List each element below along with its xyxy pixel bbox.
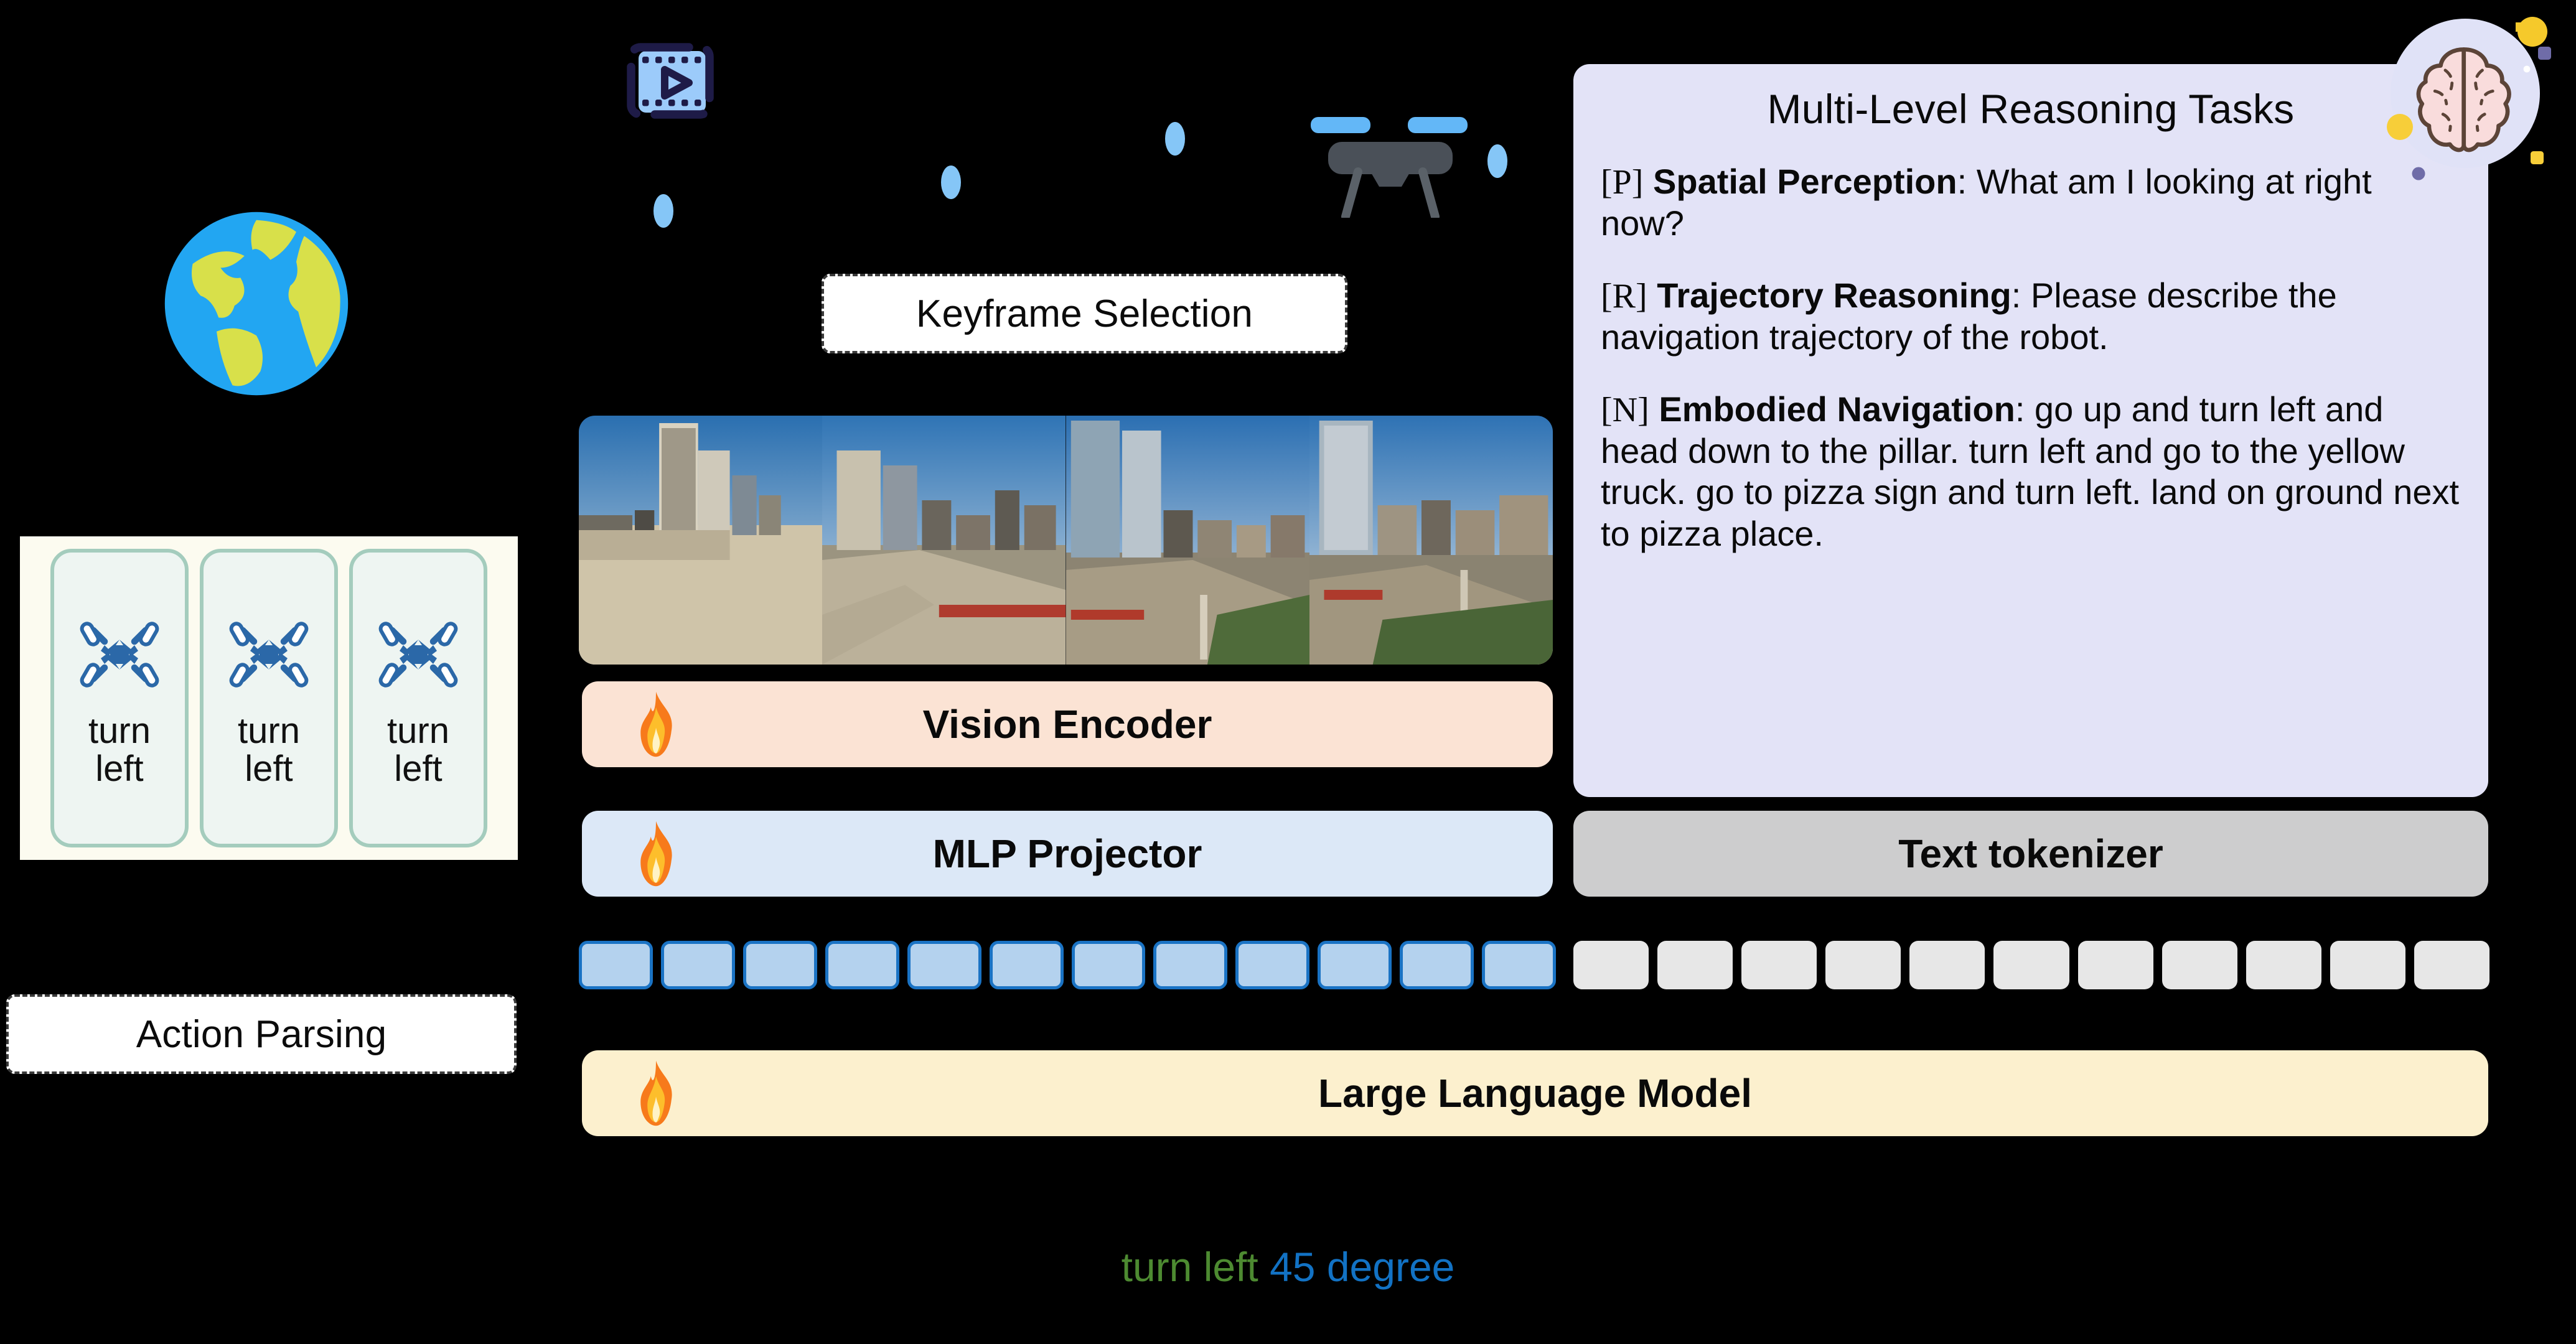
visual-token [1071,941,1146,989]
flame-icon [629,690,683,758]
task-name: Trajectory Reasoning [1657,276,2012,315]
flame-icon [629,1059,683,1127]
keyframe-strip [579,416,1553,665]
visual-token [1400,941,1474,989]
visual-token [660,941,735,989]
text-token [2161,941,2237,989]
keyframe-image [822,416,1066,665]
visual-token [1235,941,1310,989]
llm-label: Large Language Model [1318,1071,1752,1116]
action-parsing-label: Action Parsing [6,994,517,1074]
action-parsing-text: Action Parsing [136,1012,387,1056]
visual-token [1153,941,1228,989]
text-token [1993,941,2069,989]
vision-encoder-label: Vision Encoder [922,702,1212,747]
task-body: : go up and turn left and head down to t… [1601,390,2460,553]
task-tag: [R] [1601,277,1647,316]
reasoning-panel-title: Multi-Level Reasoning Tasks [1767,86,2295,132]
task-body: : Please describe the navigation traject… [1601,276,2337,357]
mlp-projector-label: MLP Projector [932,831,1202,876]
visual-token [579,941,653,989]
video-frames-icon [624,36,717,129]
keyframe-image [1066,416,1309,665]
flame-icon [629,819,683,888]
text-token [2246,941,2321,989]
task-body: : What am I looking at right now? [1601,162,2372,243]
text-token [1825,941,1901,989]
visual-token [989,941,1064,989]
visual-token [1318,941,1392,989]
text-token [1573,941,1649,989]
text-token [1909,941,1985,989]
decor-dot [1165,122,1185,156]
globe-icon [157,204,356,403]
decor-dot [941,166,961,199]
vision-encoder-module[interactable]: Vision Encoder [582,681,1553,767]
text-token [2077,941,2153,989]
keyframe-selection-label: Keyframe Selection [822,274,1347,353]
mlp-projector-module[interactable]: MLP Projector [582,811,1553,897]
task-spatial-perception: [P] Spatial Perception: What am I lookin… [1601,161,2461,244]
drone-icon [1301,100,1481,218]
task-tag: [N] [1601,391,1649,430]
drone-icon [222,608,316,701]
output-value-text: 45 degree [1270,1244,1455,1290]
drone-icon [372,608,465,701]
text-tokenizer-label: Text tokenizer [1898,831,2163,876]
drone-icon [73,608,166,701]
brain-icon [2363,4,2568,209]
visual-token-row [579,941,1557,989]
decor-dot [653,194,673,228]
text-tokenizer-module[interactable]: Text tokenizer [1573,811,2488,897]
text-token [2330,941,2405,989]
keyframe-image [579,416,823,665]
task-embodied-navigation: [N] Embodied Navigation: go up and turn … [1601,389,2461,554]
keyframe-selection-text: Keyframe Selection [916,292,1253,335]
text-token [1657,941,1733,989]
large-language-model-module[interactable]: Large Language Model [582,1050,2488,1136]
text-token [2414,941,2490,989]
visual-token [825,941,899,989]
task-tag: [P] [1601,163,1644,202]
reasoning-tasks-panel: Multi-Level Reasoning Tasks [P] Spatial … [1573,64,2488,797]
text-token [1741,941,1817,989]
visual-token [742,941,817,989]
visual-token [1482,941,1557,989]
task-trajectory-reasoning: [R] Trajectory Reasoning: Please describ… [1601,275,2461,358]
text-token-row [1573,941,2490,989]
keyframe-image [1309,416,1553,665]
decor-dot [1487,144,1507,178]
task-name: Embodied Navigation [1659,390,2015,429]
task-name: Spatial Perception [1653,162,1957,201]
visual-token [907,941,981,989]
output-action-text: turn left [1121,1244,1258,1290]
output-action-line: turn left 45 degree [0,1243,2576,1290]
